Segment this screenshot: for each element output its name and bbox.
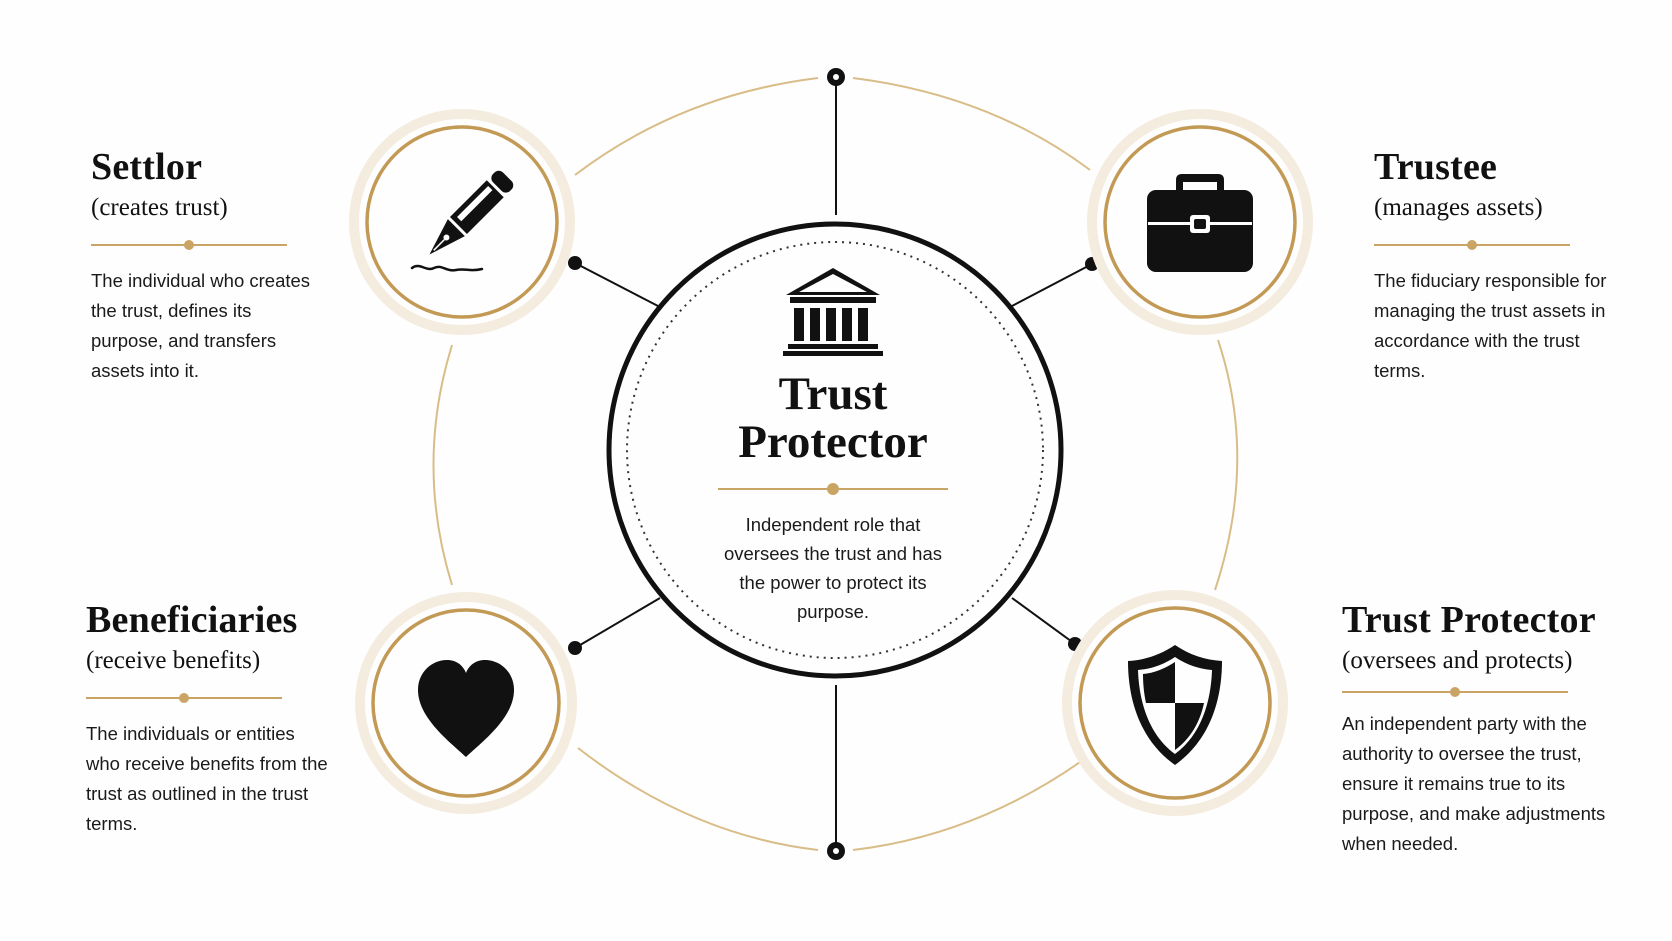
center-description: Independent role that oversees the trust… bbox=[723, 514, 943, 622]
role-description: The individual who creates the trust, de… bbox=[91, 269, 311, 381]
role-description: The individuals or entities who receive … bbox=[86, 722, 328, 834]
connector-protector bbox=[1011, 597, 1076, 645]
role-block-trustee: Trustee (manages assets) The fiduciary r… bbox=[1374, 146, 1624, 386]
spoke-bottom-node-inner bbox=[833, 848, 839, 854]
divider bbox=[86, 692, 282, 703]
divider-dot bbox=[179, 692, 189, 703]
role-block-beneficiaries: Beneficiaries (receive benefits) The ind… bbox=[86, 599, 376, 839]
shield-icon bbox=[1128, 645, 1222, 765]
divider-dot bbox=[1467, 239, 1477, 250]
heart-icon bbox=[418, 660, 514, 757]
center-title-line2: Protector bbox=[738, 416, 928, 468]
outer-ring-arc-right bbox=[1214, 339, 1239, 591]
divider bbox=[1374, 239, 1570, 250]
role-title: Beneficiaries bbox=[86, 599, 298, 641]
divider bbox=[1342, 686, 1568, 697]
role-title: Trust Protector bbox=[1342, 599, 1596, 641]
role-block-trust-protector: Trust Protector (oversees and protects) … bbox=[1342, 599, 1642, 859]
center-divider-dot bbox=[827, 483, 839, 495]
center-title-line1: Trust bbox=[778, 368, 888, 420]
divider-dot bbox=[1450, 686, 1460, 697]
outer-ring-arc-bottom-right bbox=[852, 754, 1091, 851]
fountain-pen-icon bbox=[410, 170, 514, 272]
center-content: Trust Protector Independent role that ov… bbox=[693, 370, 973, 626]
role-subtitle: (oversees and protects) bbox=[1342, 646, 1573, 674]
center-divider bbox=[718, 483, 948, 495]
role-subtitle: (receive benefits) bbox=[86, 646, 261, 674]
role-description: The fiduciary responsible for managing t… bbox=[1374, 269, 1607, 381]
connector-node-settlor bbox=[568, 256, 582, 270]
outer-ring-arc-bottom-left bbox=[577, 747, 819, 851]
connector-settlor bbox=[574, 262, 659, 307]
spoke-top-node-inner bbox=[833, 74, 839, 80]
role-description: An independent party with the authority … bbox=[1342, 712, 1606, 854]
role-subtitle: (manages assets) bbox=[1374, 193, 1543, 221]
briefcase-icon bbox=[1147, 174, 1253, 272]
outer-ring bbox=[432, 77, 1239, 851]
outer-ring-arc-left bbox=[432, 344, 453, 586]
bank-building-icon bbox=[783, 268, 883, 356]
outer-ring-arc-top-right bbox=[852, 77, 1091, 171]
outer-ring-arc-top-left bbox=[574, 77, 819, 176]
role-block-settlor: Settlor (creates trust) The individual w… bbox=[91, 146, 341, 386]
divider-dot bbox=[184, 239, 194, 250]
connector-node-beneficiaries bbox=[568, 641, 582, 655]
role-title: Settlor bbox=[91, 146, 203, 188]
connector-trustee bbox=[1011, 263, 1093, 307]
role-subtitle: (creates trust) bbox=[91, 193, 228, 221]
center-circle-dotted bbox=[626, 241, 1044, 659]
center-circle bbox=[606, 221, 1064, 679]
divider bbox=[91, 239, 287, 250]
connector-beneficiaries bbox=[574, 597, 661, 649]
role-title: Trustee bbox=[1374, 146, 1498, 188]
connectors bbox=[574, 262, 1093, 649]
